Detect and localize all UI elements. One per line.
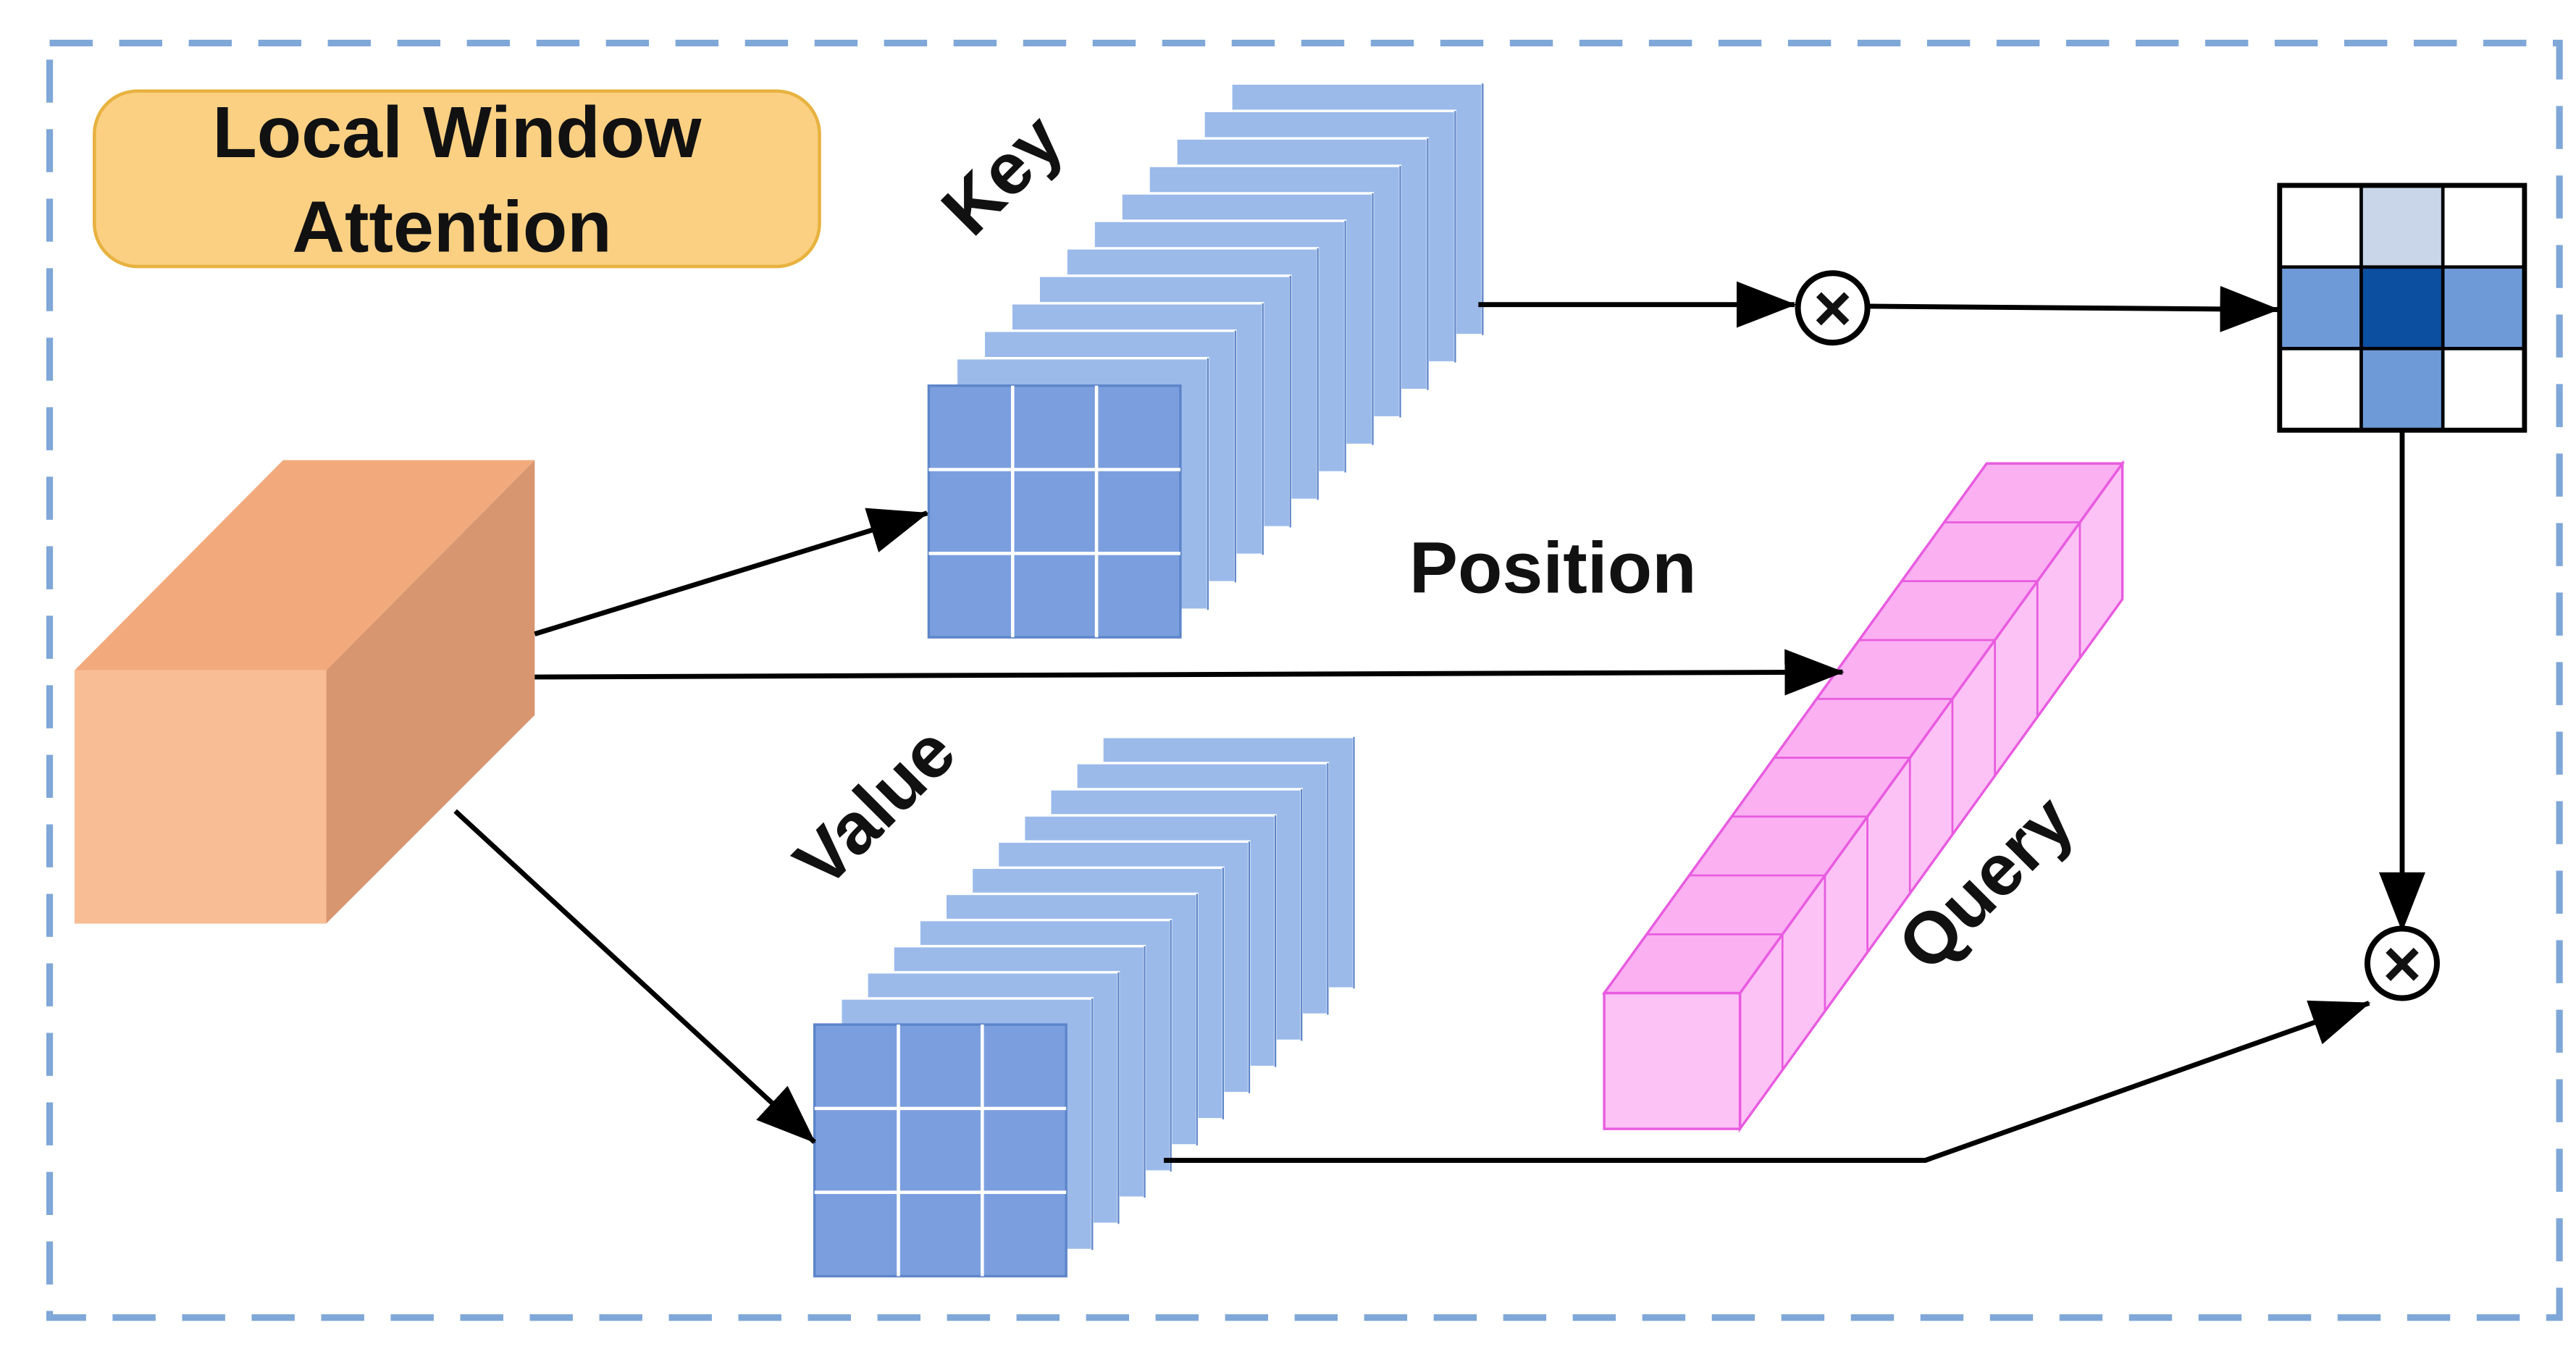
arrow-input-to-value (453, 809, 817, 1144)
dashed-frame (46, 39, 2563, 1321)
query-cell-divider (1774, 757, 1911, 893)
block-front-face (813, 1023, 1067, 1278)
query-cell-divider (1944, 521, 2081, 658)
attention-cell (2441, 183, 2527, 269)
title-background (93, 89, 821, 269)
arrow-input-to-key (534, 508, 929, 636)
arrow-input-to-query (534, 649, 1845, 696)
key-block-stack (927, 82, 1485, 639)
connectors (453, 281, 2425, 1163)
multiply-operator-output: × (2364, 925, 2440, 1001)
attention-cell (2278, 265, 2363, 350)
query-cell-divider (1689, 874, 1826, 1012)
multiply-operator-key-query: × (1795, 270, 1871, 346)
cube-top-face (74, 460, 535, 670)
value-label: Value (779, 711, 971, 903)
multiply-operator-circle (2364, 925, 2440, 1001)
multiply-symbol: × (1813, 272, 1852, 345)
query-front-face (1603, 991, 1742, 1130)
key-label: Key (926, 98, 1078, 251)
multiply-operator-circle (1795, 270, 1871, 346)
query-cell-divider (1816, 697, 1954, 835)
position-label: Position (1409, 527, 1697, 608)
attention-cell (2359, 347, 2445, 432)
attention-cell (2441, 347, 2527, 432)
cube-front-face (74, 670, 327, 924)
attention-cell (2278, 183, 2363, 269)
multiply-symbol: × (2383, 927, 2421, 1001)
query-cell-divider (1732, 815, 1868, 953)
query-bar (1601, 459, 2125, 1133)
arrow-value-to-multiply (1164, 1000, 2371, 1163)
title-line-2: Attention (292, 187, 611, 268)
attention-map-grid (2277, 182, 2527, 433)
attention-cell (2359, 265, 2445, 350)
value-block-stack (813, 736, 1356, 1278)
cube-side-face (326, 460, 535, 924)
title-line-1: Local Window (212, 92, 702, 173)
input-feature-cube (74, 460, 535, 924)
arrow-multiply-to-attention (1868, 285, 2280, 332)
query-cell-divider (1859, 639, 1996, 776)
query-cell-divider (1646, 933, 1784, 1070)
attention-grid-border (2277, 182, 2527, 433)
query-cell-divider (1901, 580, 2039, 718)
attention-cell (2278, 347, 2363, 432)
attention-cell (2359, 183, 2445, 269)
attention-cell (2441, 265, 2527, 350)
block-front-face (927, 384, 1182, 639)
title-box: Local Window Attention (93, 89, 821, 269)
